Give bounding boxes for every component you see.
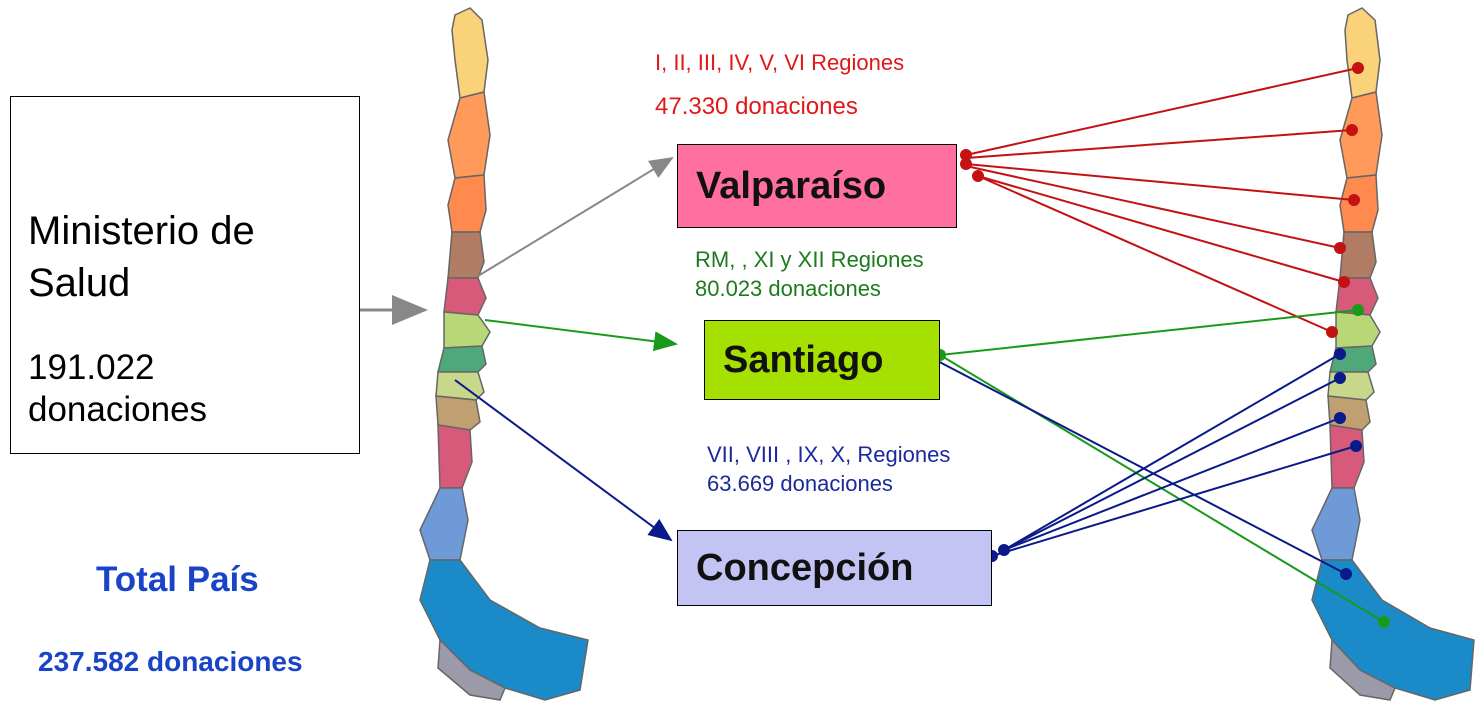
- valparaiso-name: Valparaíso: [696, 164, 887, 207]
- concepcion-regions-label: VII, VIII , IX, X, Regiones: [707, 442, 951, 467]
- total-country-label: Total País: [96, 560, 259, 599]
- concepcion-center-box: Concepción: [677, 530, 992, 606]
- ministry-title-line1: Ministerio de: [28, 209, 255, 253]
- ministry-count-unit: donaciones: [28, 390, 208, 429]
- concepcion-donations-label: 63.669 donaciones: [707, 471, 893, 496]
- santiago-regions-label: RM, , XI y XII Regiones: [695, 247, 924, 272]
- santiago-donations-label: 80.023 donaciones: [695, 276, 881, 301]
- map-to-santiago-arrow: [484, 319, 678, 352]
- total-country-count: 237.582 donaciones: [38, 646, 303, 677]
- ministry-title: Ministerio de Salud: [28, 205, 348, 309]
- valparaiso-distribution-lines: [960, 62, 1364, 338]
- chile-map-left: [419, 7, 589, 701]
- ministry-box: [10, 96, 360, 454]
- ministry-count-number: 191.022: [28, 348, 155, 387]
- valparaiso-donations-label: 47.330 donaciones: [655, 93, 858, 120]
- chile-map-right: [1311, 7, 1475, 701]
- santiago-name: Santiago: [723, 338, 884, 381]
- santiago-center-box: Santiago: [704, 320, 940, 400]
- map-to-valparaiso-arrow: [477, 156, 674, 277]
- ministry-title-line2: Salud: [28, 261, 131, 305]
- map-to-concepcion-arrow: [454, 379, 673, 542]
- concepcion-name: Concepción: [696, 546, 914, 589]
- ministry-donations: 191.022 donaciones: [28, 347, 328, 431]
- valparaiso-center-box: Valparaíso: [677, 144, 957, 228]
- valparaiso-regions-label: I, II, III, IV, V, VI Regiones: [655, 50, 905, 75]
